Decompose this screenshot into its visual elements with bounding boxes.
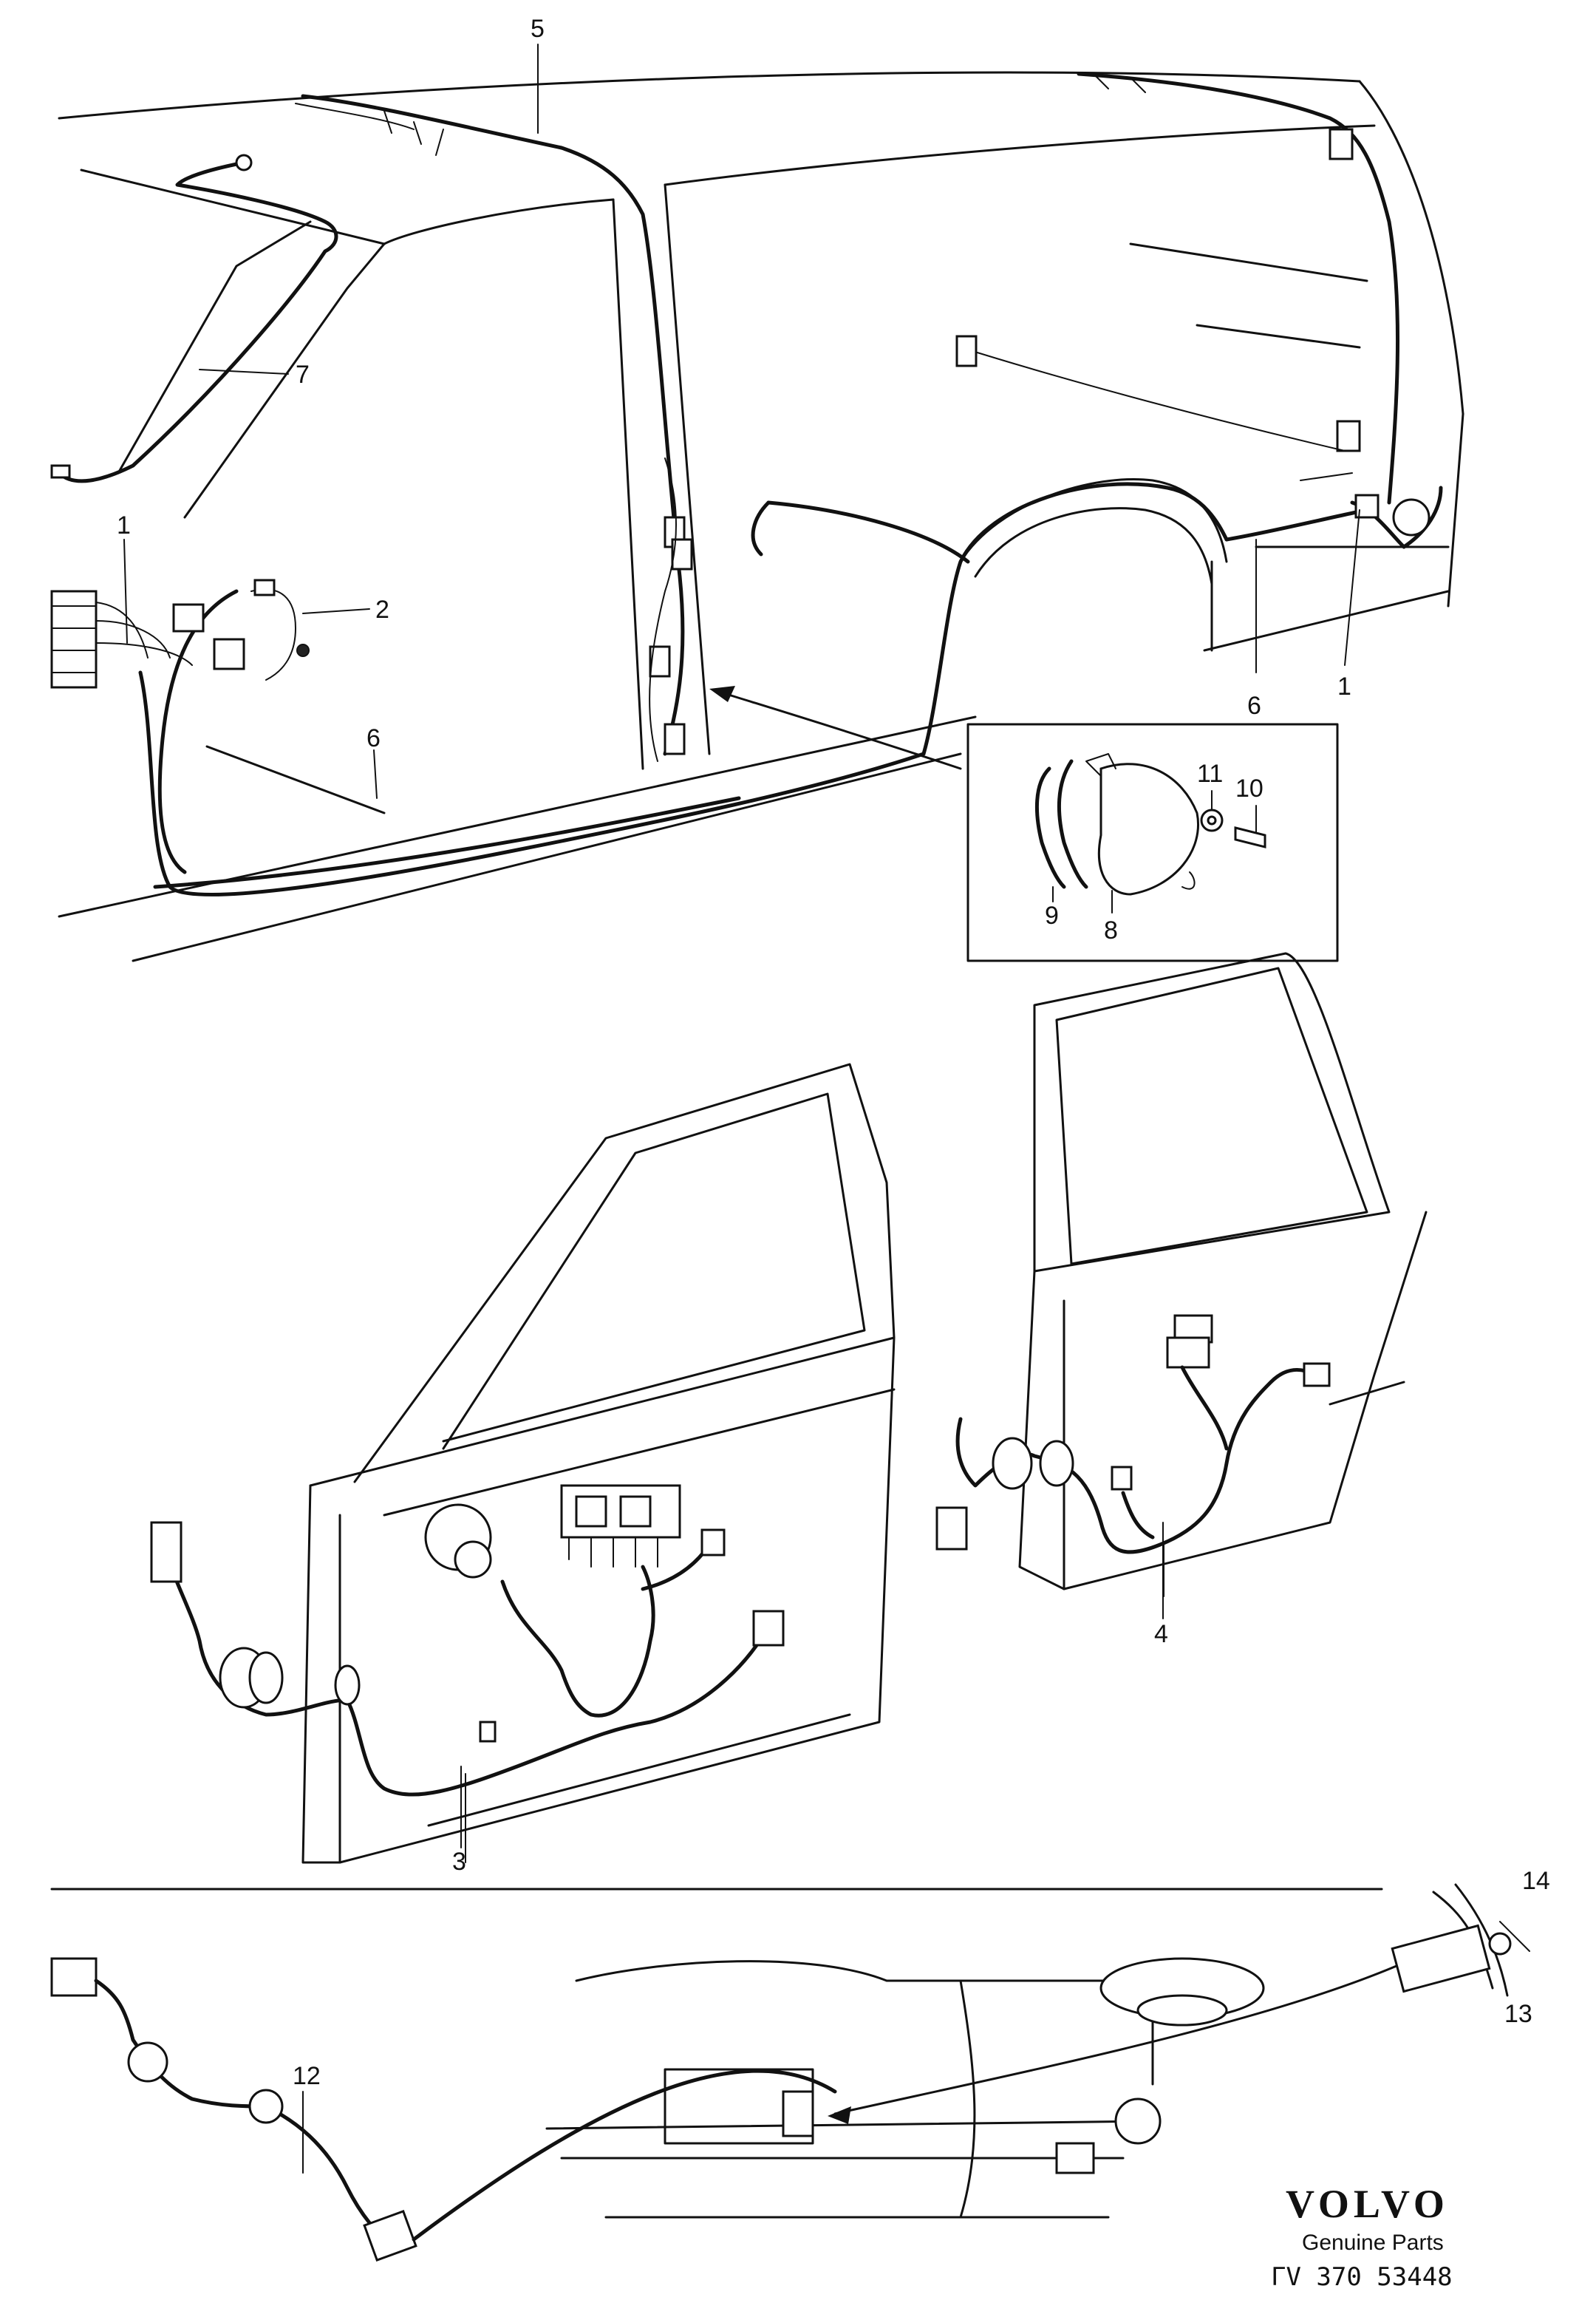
screw-icon (1234, 826, 1266, 848)
callout-1: 1 (117, 511, 131, 540)
switch-connector-icon (363, 2210, 417, 2262)
multi-pin-connector-icon (150, 1521, 183, 1583)
callout-7: 7 (296, 361, 310, 389)
roof-connector-icon (1329, 128, 1354, 160)
callout-3: 3 (452, 1848, 466, 1876)
detail-pointer-arrow (709, 686, 962, 770)
lamp-housing-icon (1097, 763, 1199, 896)
genuine-parts-label: Genuine Parts (1302, 2231, 1444, 2255)
lock-motor-icon (1391, 1924, 1491, 1993)
plug-connector-icon (50, 1957, 98, 1997)
callout-5: 5 (531, 15, 545, 43)
volvo-wordmark: VOLVO (1286, 2182, 1449, 2226)
front-door-section (150, 1063, 896, 1864)
callout-labels: 5 7 1 2 6 6 1 11 10 9 8 3 4 14 13 12 (117, 15, 1550, 2090)
callout-6: 6 (366, 724, 381, 752)
tailgate-motor-icon (1392, 498, 1430, 537)
relay-box-icon (50, 590, 98, 689)
relay-connector-icon (213, 638, 245, 670)
callout-10: 10 (1235, 775, 1264, 803)
tailgate-harness-1 (1350, 486, 1443, 549)
callout-1: 1 (1337, 673, 1351, 701)
tailgate-detail-section (50, 1883, 1530, 2262)
b-pillar-connectors (649, 457, 693, 762)
rear-door-section (935, 952, 1428, 1597)
tailgate-switch-icon (782, 2090, 814, 2137)
fuse-relay-harness (50, 579, 310, 689)
callout-8: 8 (1104, 916, 1118, 945)
brand-block: VOLVO Genuine Parts ΓV 370 53448 (1271, 2182, 1453, 2292)
rear-grommet-icon (992, 1437, 1033, 1490)
relay-connector-icon (172, 603, 205, 633)
drawing-code: ΓV 370 53448 (1271, 2262, 1453, 2292)
callout-14: 14 (1522, 1867, 1550, 1895)
callout-leaders (123, 44, 1360, 2174)
callout-2: 2 (375, 596, 389, 624)
roof-harness-5 (295, 72, 1400, 756)
callout-12: 12 (293, 2062, 321, 2090)
pillar-connector-icon (1336, 420, 1361, 452)
callout-6: 6 (1247, 692, 1261, 720)
callout-11: 11 (1197, 760, 1223, 788)
harness-7 (50, 154, 338, 483)
callout-13: 13 (1504, 2000, 1532, 2028)
grommet-12-icon (127, 2041, 168, 2083)
car-body-section (58, 71, 1464, 962)
detail-inset-box (966, 723, 1339, 962)
connector-icon (752, 1610, 785, 1647)
callout-9: 9 (1045, 902, 1059, 930)
courtesy-light-connector-icon (955, 335, 978, 367)
callout-4: 4 (1154, 1620, 1168, 1648)
rear-door-connector-icon (935, 1506, 968, 1551)
